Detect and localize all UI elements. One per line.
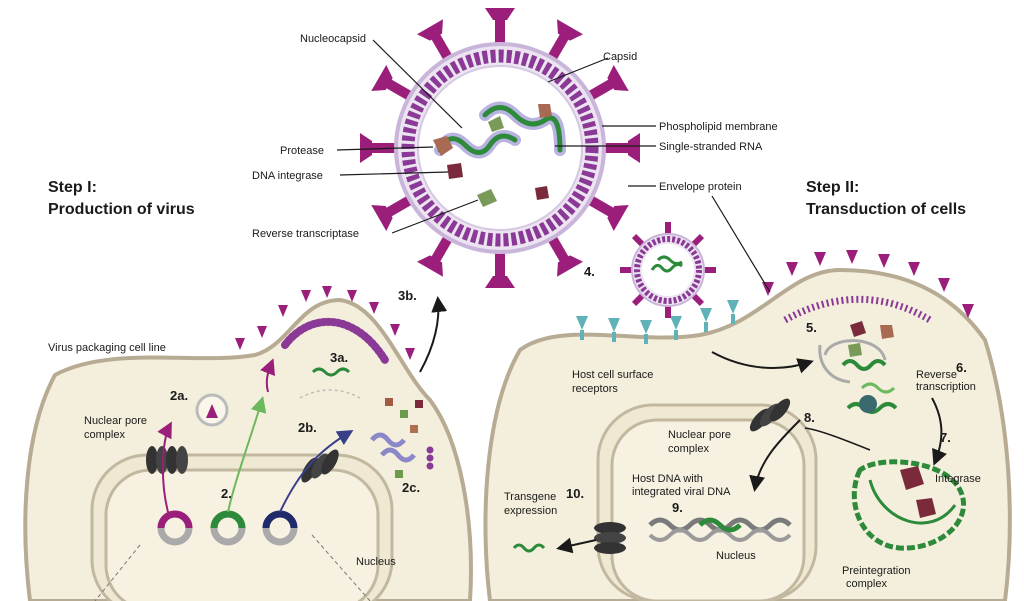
dna-integrase-icon: [447, 163, 463, 179]
label-envelope-protein: Envelope protein: [659, 181, 742, 193]
components-2c: [370, 398, 434, 478]
reverse-transcriptase-icon: [477, 189, 497, 207]
label-phospholipid: Phospholipid membrane: [659, 121, 778, 133]
label-nuclear-pore-left-1: Nuclear pore: [84, 415, 147, 427]
uncoating-membrane-2: [818, 344, 851, 384]
host-dna-icon: [648, 517, 792, 542]
step-7: 7.: [940, 430, 951, 445]
right-nuclear-pore-icon: [749, 398, 791, 432]
right-nucleus-inner: [610, 418, 806, 601]
label-host-dna-1: Host DNA with: [632, 473, 703, 485]
right-nucleus: [596, 403, 818, 601]
step-2a: 2a.: [170, 388, 188, 403]
label-packaging-line: Virus packaging cell line: [48, 342, 166, 354]
central-virus: [360, 8, 640, 288]
label-nucleus-left: Nucleus: [356, 556, 396, 568]
vesicle-2a: [195, 393, 229, 427]
protease-icon: [433, 136, 453, 156]
plasmid-transfer-icon: [262, 510, 298, 546]
enzyme-inner-3: [535, 186, 549, 200]
uncoat-rna: [841, 359, 887, 371]
zoom-line-left: [94, 544, 141, 601]
arrow-envelope-out: [260, 358, 275, 393]
arrow-envelope: [157, 421, 172, 513]
label-reverse-transcriptase: Reverse transcriptase: [252, 228, 359, 240]
host-envelope-spikes: [762, 250, 974, 318]
label-dna-integrase: DNA integrase: [252, 170, 323, 182]
exit-nuclear-pore-icon: [594, 522, 626, 554]
virus-envelope-spikes: [360, 8, 640, 288]
step-2b: 2b.: [298, 420, 317, 435]
label-reverse-tx-1: Reverse: [916, 369, 957, 381]
label-host-receptors-1: Host cell surface: [572, 369, 653, 381]
label-capsid: Capsid: [603, 51, 637, 63]
left-nuclear-pore-2-icon: [301, 449, 339, 483]
zoom-line-right: [311, 534, 371, 601]
arrow-8: [749, 419, 801, 492]
label-reverse-tx-2: transcription: [916, 381, 976, 393]
ssrna-strand-1: [437, 133, 518, 155]
step-2c: 2c.: [402, 480, 420, 495]
enzyme-inner-1: [488, 116, 504, 132]
label-protease: Protease: [280, 145, 324, 157]
step-3b: 3b.: [398, 288, 417, 303]
enzyme-inner-2: [538, 104, 552, 118]
step1-subtitle: Production of virus: [48, 201, 195, 218]
preintegration-complex-icon: [851, 459, 966, 551]
label-transgene-2: expression: [504, 505, 557, 517]
step-8: 8.: [804, 410, 815, 425]
arrow-6-to-7: [931, 397, 947, 466]
step-6: 6.: [956, 360, 967, 375]
integrase-2-icon: [916, 498, 936, 518]
label-nuclear-pore-right-1: Nuclear pore: [668, 429, 731, 441]
rna-3a: [311, 367, 351, 377]
label-nuclear-pore-right-2: complex: [668, 443, 709, 455]
host-receptors-icons: [576, 300, 739, 344]
plasmid-envelope-icon: [157, 510, 193, 546]
left-nuclear-pore-icon: [146, 446, 188, 474]
arrow-7-to-8: [804, 427, 871, 451]
label-ssrna: Single-stranded RNA: [659, 141, 763, 153]
plasmid-packaging-icon: [210, 510, 246, 546]
arrow-packaging: [227, 396, 267, 513]
left-envelope-spikes: [235, 286, 415, 360]
step-5: 5.: [806, 320, 817, 335]
uncoat-enzyme-3: [848, 343, 862, 357]
integrase-icon: [900, 466, 924, 490]
label-preintegration-2: complex: [846, 578, 887, 590]
label-host-dna-2: integrated viral DNA: [632, 486, 731, 498]
label-nucleocapsid: Nucleocapsid: [300, 33, 366, 45]
arrow-transfer: [279, 429, 354, 513]
step-3a: 3a.: [330, 350, 348, 365]
uncoat-enzyme-1: [850, 321, 866, 337]
uncoat-enzyme-2: [880, 325, 894, 339]
step-2: 2.: [221, 486, 232, 501]
small-virus-icon: [620, 222, 716, 318]
envelope-leader-line: [711, 195, 771, 293]
arrow-10: [556, 537, 597, 554]
budding-capsid: [281, 318, 389, 364]
label-nucleus-right: Nucleus: [716, 550, 756, 562]
label-integrase: Integrase: [935, 473, 981, 485]
step1-title: Step I:: [48, 179, 97, 196]
step2-subtitle: Transduction of cells: [806, 201, 966, 218]
label-preintegration-1: Preintegration: [842, 565, 911, 577]
ssrna-strand-2: [482, 105, 563, 153]
step-4: 4.: [584, 264, 595, 279]
uncoating-membrane: [823, 339, 887, 361]
arrow-4-to-5: [711, 351, 814, 374]
reverse-transcription-icon: [846, 382, 898, 414]
label-nuclear-pore-left-2: complex: [84, 429, 125, 441]
step-9: 9.: [672, 500, 683, 515]
arrow-3b: [419, 296, 448, 373]
virus-leader-lines: [336, 39, 656, 234]
label-transgene-1: Transgene: [504, 491, 556, 503]
transgene-rna: [512, 543, 546, 553]
label-host-receptors-2: receptors: [572, 383, 618, 395]
step-10: 10.: [566, 486, 584, 501]
dashed-arc-3a: [299, 389, 361, 399]
step2-title: Step II:: [806, 179, 859, 196]
